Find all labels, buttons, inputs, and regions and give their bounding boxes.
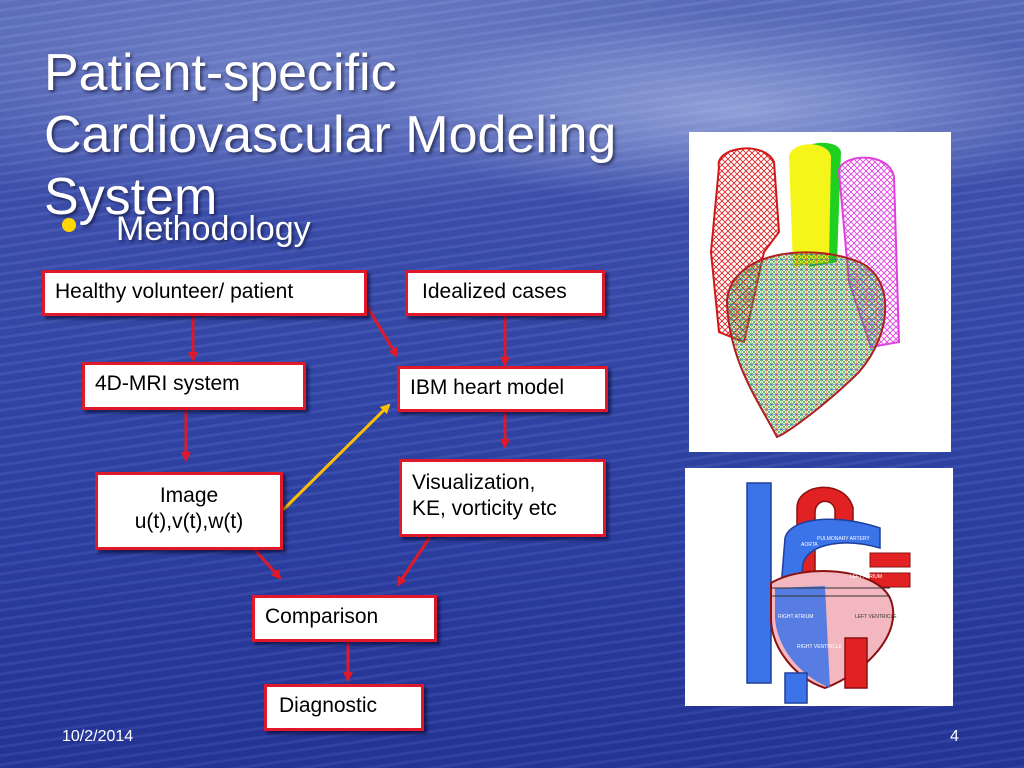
box-4d-mri-system: 4D-MRI system (82, 362, 306, 410)
box-idealized-cases: Idealized cases (405, 270, 605, 316)
box-comparison: Comparison (252, 595, 437, 642)
heart-wireframe-image (689, 132, 951, 452)
arrow-visualization-to-comparison (396, 536, 432, 587)
bullet-text: Methodology (116, 210, 311, 248)
label-left-atrium: LEFT ATRIUM (850, 574, 882, 580)
heart-anatomy-icon: AORTA PULMONARY ARTERY LEFT ATRIUM RIGHT… (746, 482, 911, 704)
bullet-methodology: Methodology (62, 210, 311, 249)
box-healthy-volunteer: Healthy volunteer/ patient (42, 270, 367, 316)
arrow-image-to-ibm (281, 403, 391, 512)
label-left-ventricle: LEFT VENTRICLE (855, 614, 897, 620)
label-aorta: AORTA (801, 542, 818, 548)
box-visualization: Visualization, KE, vorticity etc (399, 459, 606, 537)
footer-date: 10/2/2014 (62, 728, 134, 745)
label-right-ventricle: RIGHT VENTRICLE (797, 644, 843, 650)
label-right-atrium: RIGHT ATRIUM (778, 614, 813, 620)
page-number: 4 (950, 728, 959, 745)
arrow-healthy-to-ibm (363, 302, 399, 358)
arrow-image-to-comparison (253, 549, 282, 580)
box-ibm-heart-model: IBM heart model (397, 366, 608, 412)
slide-title: Patient-specific Cardiovascular Modeling… (44, 44, 617, 226)
box-image: Image u(t),v(t),w(t) (95, 472, 283, 550)
heart-wireframe-icon (709, 142, 901, 439)
bullet-dot-icon (62, 217, 76, 232)
box-diagnostic: Diagnostic (264, 684, 424, 731)
heart-anatomy-image: AORTA PULMONARY ARTERY LEFT ATRIUM RIGHT… (685, 468, 953, 706)
label-pulmonary-artery: PULMONARY ARTERY (817, 536, 870, 542)
